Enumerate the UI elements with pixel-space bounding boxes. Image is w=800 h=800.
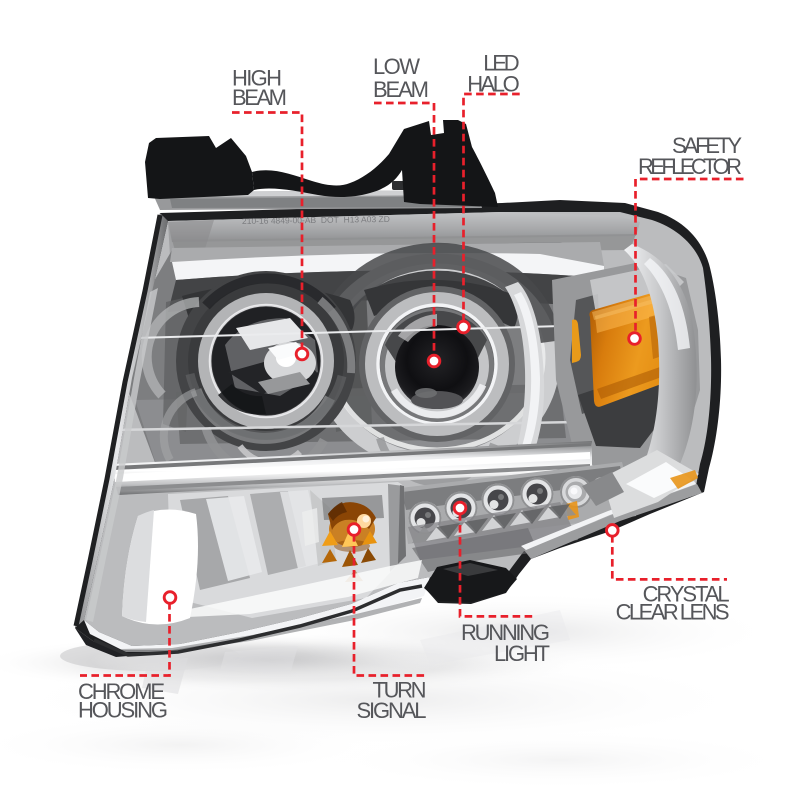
svg-text:RUNNING: RUNNING [461, 620, 550, 645]
svg-text:LED: LED [483, 50, 520, 75]
svg-text:210-16 4849-00-AB DOT H13 A0: 210-16 4849-00-AB DOT H13 A03 ZD [242, 214, 390, 226]
svg-text:LOW: LOW [373, 54, 420, 79]
svg-text:TURN: TURN [373, 678, 427, 703]
svg-text:BEAM: BEAM [373, 77, 429, 102]
svg-text:LIGHT: LIGHT [494, 641, 550, 666]
svg-text:SIGNAL: SIGNAL [357, 698, 427, 723]
svg-text:REFLECTOR: REFLECTOR [638, 154, 742, 179]
svg-text:HALO: HALO [467, 71, 520, 96]
svg-text:CHROME: CHROME [78, 679, 165, 704]
svg-text:SAFETY: SAFETY [672, 133, 742, 158]
svg-text:BEAM: BEAM [232, 85, 287, 110]
svg-text:HOUSING: HOUSING [78, 698, 168, 723]
svg-text:CLEAR LENS: CLEAR LENS [616, 600, 730, 625]
svg-text:CRYSTAL: CRYSTAL [643, 582, 730, 607]
svg-text:HIGH: HIGH [232, 65, 282, 90]
